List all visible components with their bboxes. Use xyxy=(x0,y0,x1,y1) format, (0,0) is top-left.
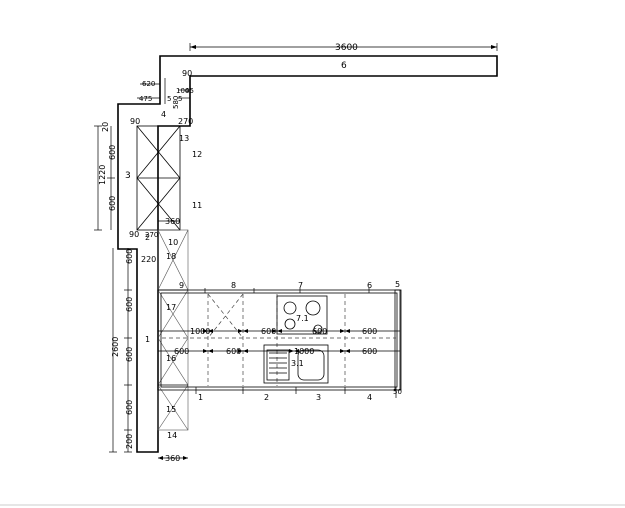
label-1-bottom: 1 xyxy=(198,393,203,402)
dim-600-row2-a: 600 xyxy=(174,347,189,356)
dim-5: 5 xyxy=(178,95,182,103)
label-1-left: 1 xyxy=(145,335,150,344)
label-hob-7-1: 7.1 xyxy=(296,314,309,323)
dim-600-row1-a: 600 xyxy=(261,327,276,336)
sink-appliance xyxy=(263,344,329,384)
label-4-top: 4 xyxy=(161,110,166,119)
dim-600-row2-b: 600 xyxy=(226,347,241,356)
dim-270-mid: 270 xyxy=(145,231,158,239)
label-3: 3 xyxy=(125,171,131,181)
dim-360-bottom: 360 xyxy=(165,454,180,463)
label-2-bottom: 2 xyxy=(264,393,269,402)
dim-620: 620 xyxy=(142,80,155,88)
dim-20-left: 20 xyxy=(101,122,110,132)
dim-600-col-c: 600 xyxy=(125,347,134,362)
label-5-run: 5 xyxy=(395,280,400,289)
dim-200-col: 200 xyxy=(125,434,134,449)
label-2-tall: 2 xyxy=(145,233,150,242)
label-6-top: 6 xyxy=(341,61,347,71)
dim-1220: 1220 xyxy=(98,165,107,185)
label-8: 8 xyxy=(231,281,236,290)
label-sink-3-1: 3.1 xyxy=(291,359,304,368)
item-labels: 6 4 5 3 13 12 11 2 10 18 9 8 7 6 5 17 1 … xyxy=(125,61,400,440)
hob-appliance xyxy=(276,295,328,335)
label-5-top: 5 xyxy=(167,95,171,103)
dim-90-mid: 90 xyxy=(129,230,139,239)
label-12: 12 xyxy=(192,150,202,159)
dim-600-left-b: 600 xyxy=(108,196,117,211)
label-11: 11 xyxy=(192,201,202,210)
label-3-bottom: 3 xyxy=(316,393,321,402)
dim-1000-row1: 1000 xyxy=(190,327,210,336)
dim-600-col-b: 600 xyxy=(125,297,134,312)
dim-2600: 2600 xyxy=(111,337,120,357)
dimension-lines xyxy=(94,43,498,460)
dim-360-tall: 360 xyxy=(165,217,180,226)
dim-100: 100 xyxy=(176,87,189,95)
dim-600-col-a: 600 xyxy=(125,249,134,264)
label-15: 15 xyxy=(166,405,176,414)
dim-475: 475 xyxy=(139,95,152,103)
label-14: 14 xyxy=(167,431,177,440)
dim-600-left-a: 600 xyxy=(108,145,117,160)
dim-3600: 3600 xyxy=(335,43,358,53)
label-7: 7 xyxy=(298,281,303,290)
label-17: 17 xyxy=(166,303,176,312)
dim-220: 220 xyxy=(141,255,156,264)
dim-1000-row2: 1000 xyxy=(294,347,314,356)
label-18: 18 xyxy=(166,252,176,261)
dim-580: 580 xyxy=(172,96,180,109)
dim-270-tall: 270 xyxy=(178,117,193,126)
dim-45: 45 xyxy=(185,87,194,95)
label-4-bottom: 4 xyxy=(367,393,372,402)
label-16: 16 xyxy=(166,354,176,363)
dim-600-row1-b: 600 xyxy=(312,327,327,336)
dim-600-row2-c: 600 xyxy=(362,347,377,356)
upper-wall-outline xyxy=(117,55,498,453)
room-walls xyxy=(117,55,498,453)
dim-600-col-d: 600 xyxy=(125,400,134,415)
label-10: 10 xyxy=(168,238,178,247)
dimension-texts: 3600 90 620 100 45 475 5 580 90 270 1220… xyxy=(98,43,402,463)
dim-90-tall: 90 xyxy=(130,117,140,126)
label-13: 13 xyxy=(179,134,189,143)
label-9: 9 xyxy=(179,281,184,290)
counter-run xyxy=(157,289,402,391)
dim-50-end: 50 xyxy=(393,388,402,396)
label-6-run: 6 xyxy=(367,281,372,290)
dim-600-row1-c: 600 xyxy=(362,327,377,336)
dim-90-top: 90 xyxy=(182,69,192,78)
